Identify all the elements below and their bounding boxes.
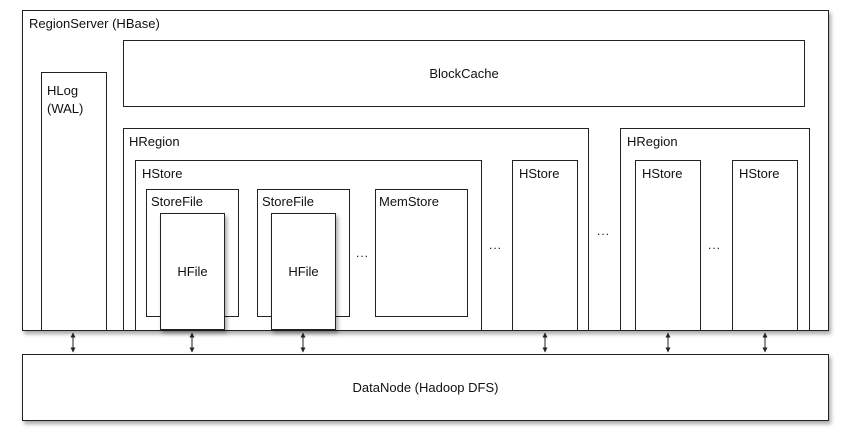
memstore-label: MemStore: [379, 194, 439, 209]
hfile-box-1: HFile: [160, 213, 225, 330]
datanode-box: DataNode (Hadoop DFS): [22, 354, 829, 421]
hregion-label-1: HRegion: [129, 134, 180, 149]
block-cache-box: BlockCache: [123, 40, 805, 107]
hstore-ellipsis-1: ...: [489, 238, 503, 252]
storefile-label-2: StoreFile: [262, 194, 315, 209]
hstore-label-second: HStore: [519, 166, 560, 181]
hstore-label-b: HStore: [739, 166, 780, 181]
hfile-label-1: HFile: [177, 264, 208, 279]
storefile-label-1: StoreFile: [151, 194, 204, 209]
hregion-label-2: HRegion: [627, 134, 678, 149]
memstore-box: MemStore: [375, 189, 468, 317]
hstore-box-b: HStore: [732, 160, 798, 331]
hfile-label-2: HFile: [288, 264, 319, 279]
hlog-label: HLog (WAL): [47, 83, 84, 116]
hstore-label-a: HStore: [642, 166, 683, 181]
region-server-label: RegionServer (HBase): [29, 16, 160, 31]
hstore-label-main: HStore: [142, 166, 183, 181]
storefile-ellipsis: ...: [356, 246, 370, 260]
hstore-box-a: HStore: [635, 160, 701, 331]
hregion-ellipsis: ...: [597, 224, 611, 238]
hlog-box: HLog (WAL): [41, 72, 107, 331]
hfile-box-2: HFile: [271, 213, 336, 330]
hstore-box-second: HStore: [512, 160, 578, 331]
datanode-label: DataNode (Hadoop DFS): [352, 380, 499, 395]
block-cache-label: BlockCache: [429, 66, 499, 81]
hstore-ellipsis-2: ...: [708, 238, 722, 252]
